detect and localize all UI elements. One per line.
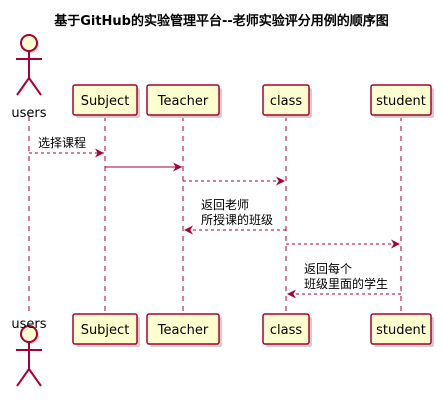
participant-label-class-bottom: class xyxy=(270,323,302,338)
actor-top xyxy=(16,34,42,96)
diagram-title: 基于GitHub的实验管理平台--老师实验评分用例的顺序图 xyxy=(54,14,389,29)
actor-label-top: users xyxy=(11,106,46,121)
participant-label-teacher-top: Teacher xyxy=(157,94,209,109)
message-label-1-line-1: 选择课程 xyxy=(38,135,86,150)
message-label-4-line-1: 返回老师 xyxy=(201,198,249,212)
actor-bottom xyxy=(16,325,42,387)
participant-box-subject-bottom xyxy=(72,313,138,345)
participant-box-teacher-bottom xyxy=(146,313,220,345)
participant-box-class-top xyxy=(262,84,310,116)
participant-box-teacher-top xyxy=(146,84,220,116)
participant-box-student-bottom xyxy=(370,313,432,345)
message-label-6-line-1: 返回每个 xyxy=(304,261,352,276)
participant-label-class-top: class xyxy=(270,94,302,109)
participant-label-teacher-bottom: Teacher xyxy=(157,323,209,338)
message-label-4-line-2: 所授课的班级 xyxy=(201,212,273,227)
message-label-6-line-2: 班级里面的学生 xyxy=(304,276,388,291)
participant-box-subject-top xyxy=(72,84,138,116)
participant-label-student-bottom: student xyxy=(376,323,426,338)
participant-box-class-bottom xyxy=(262,313,310,345)
participant-box-student-top xyxy=(370,84,432,116)
participant-label-subject-bottom: Subject xyxy=(81,323,130,338)
actor-label-bottom: users xyxy=(11,317,46,332)
participant-label-subject-top: Subject xyxy=(81,94,130,109)
participant-label-student-top: student xyxy=(376,94,426,109)
